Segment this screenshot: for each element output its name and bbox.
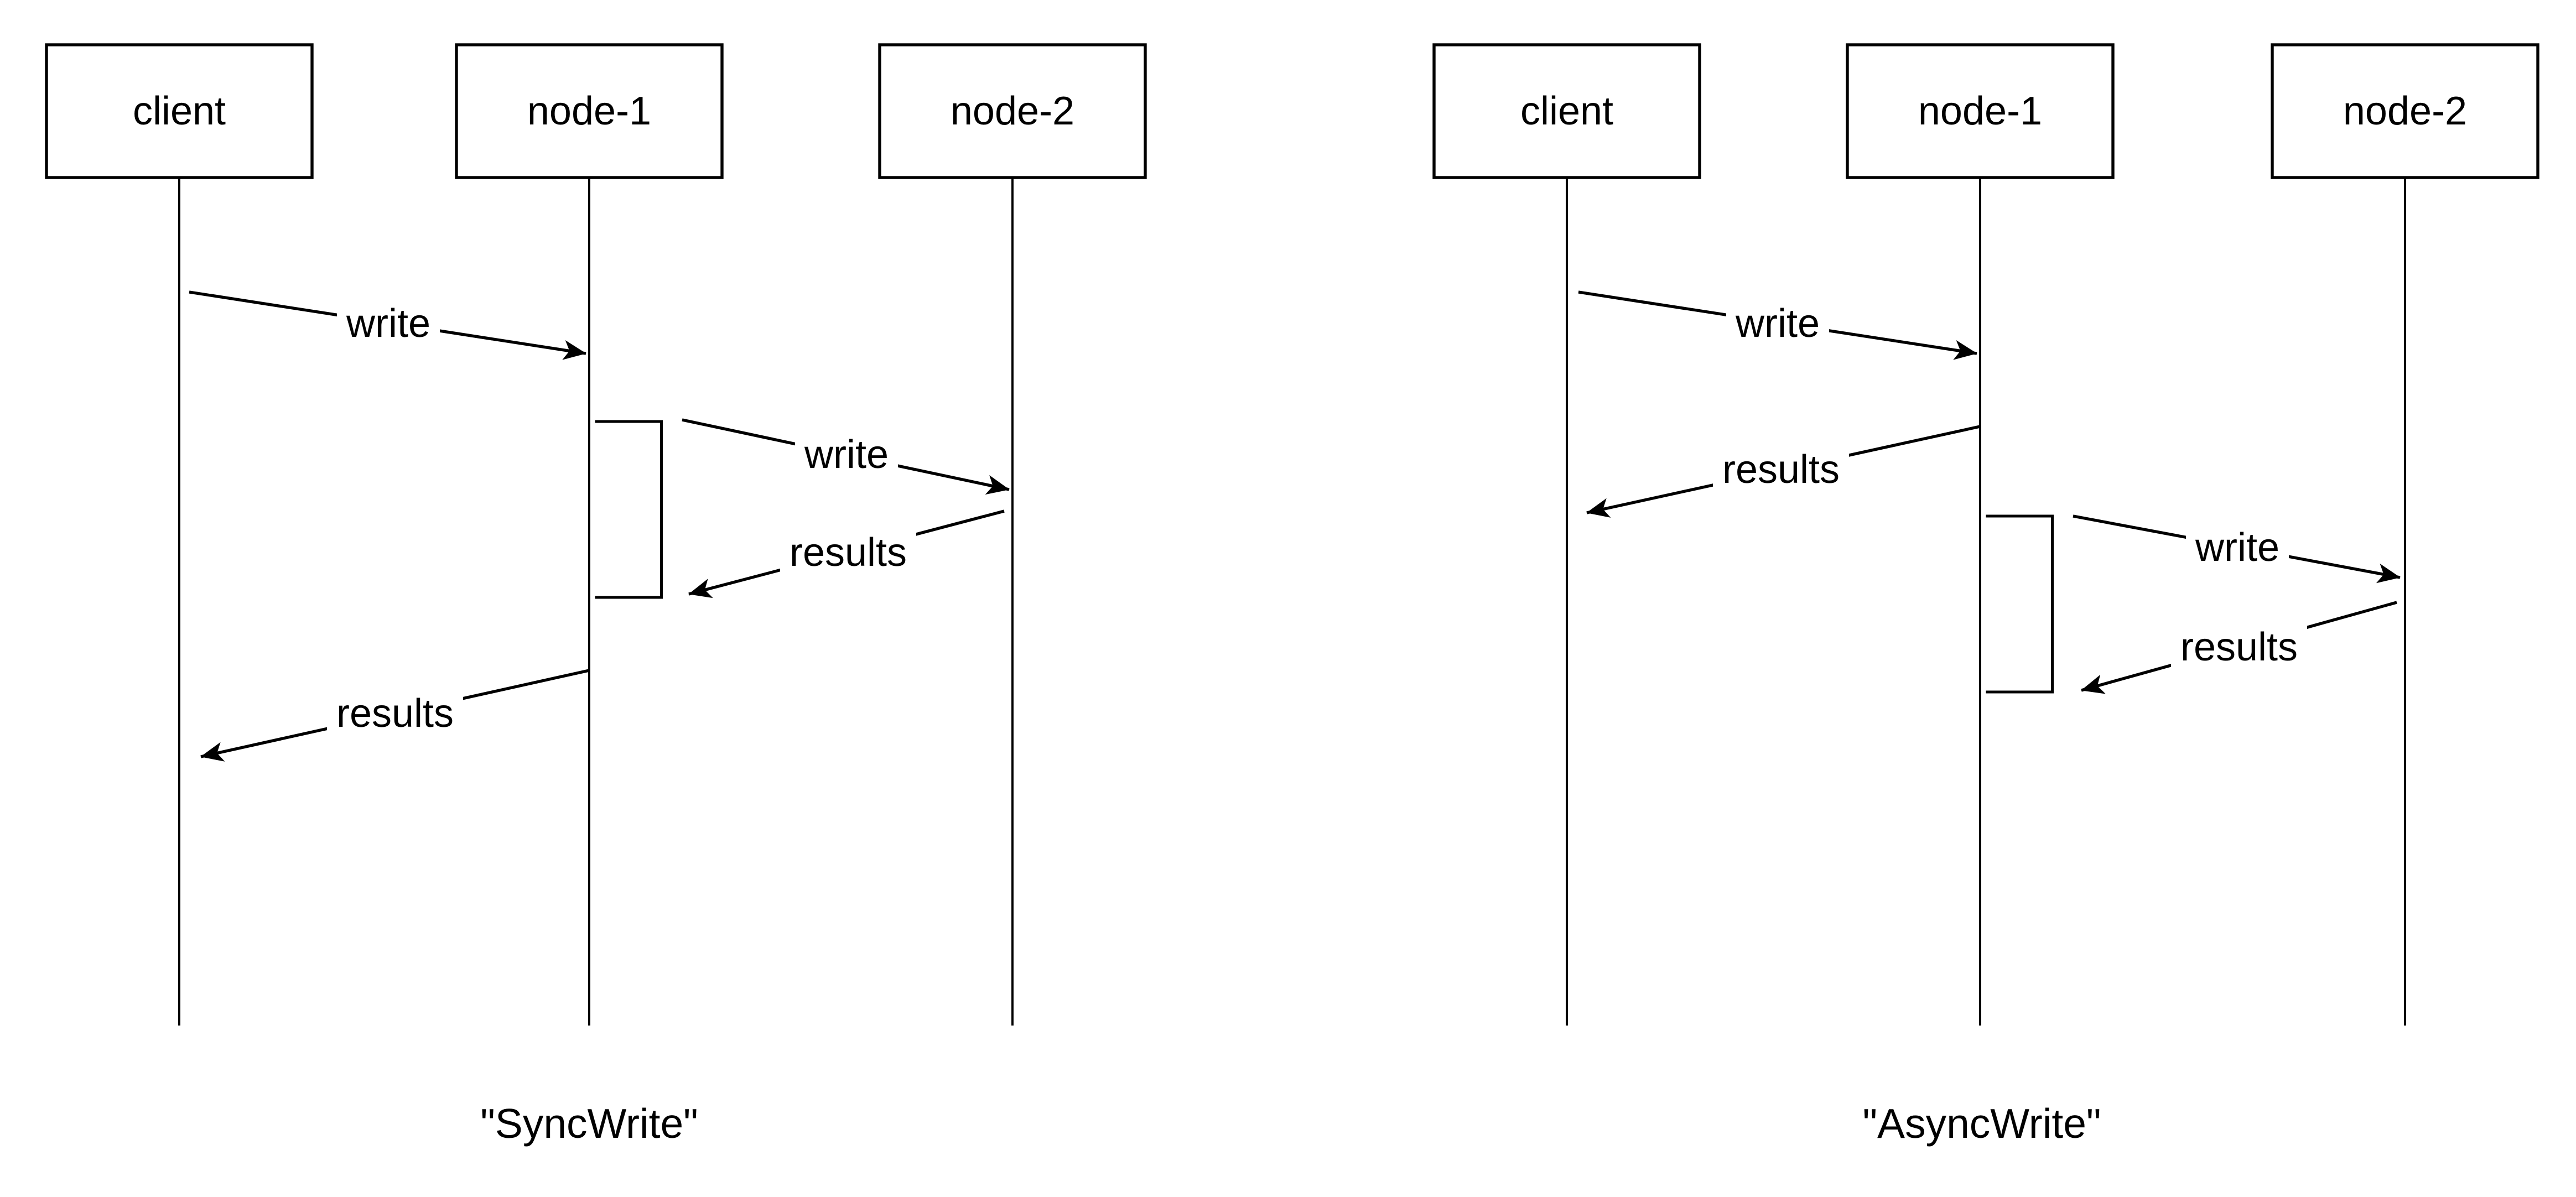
message-label-bg <box>327 692 463 735</box>
message-label-write: write <box>1735 301 1820 346</box>
diagram-asyncwrite: client node-1 node-2 write results write… <box>1432 43 2539 1147</box>
diagram-syncwrite: client node-1 node-2 write write results… <box>45 43 1147 1147</box>
message-label-write: write <box>804 433 889 477</box>
message-label-write: write <box>2195 525 2279 570</box>
activation-bar-node-1 <box>595 420 663 599</box>
message-label-results: results <box>2180 625 2298 669</box>
actor-box-node-2 <box>878 43 1147 179</box>
message-label-results: results <box>336 691 454 736</box>
message-label-bg <box>795 433 898 476</box>
actor-box-node-1 <box>455 43 724 179</box>
actor-box-node-1 <box>1846 43 2115 179</box>
message-label-results: results <box>790 530 907 575</box>
actor-box-client <box>45 43 314 179</box>
actor-label-node-2: node-2 <box>951 89 1074 133</box>
activation-bar-node-1 <box>1986 514 2054 694</box>
message-label-write: write <box>346 301 430 346</box>
actor-label-node-1: node-1 <box>1918 89 2042 133</box>
diagram-title-syncwrite: "SyncWrite" <box>480 1100 698 1147</box>
actor-label-client: client <box>133 89 226 133</box>
message-label-bg <box>1713 448 1849 491</box>
message-label-bg <box>780 531 916 574</box>
message-label-bg <box>1726 302 1829 345</box>
message-label-bg <box>337 302 440 345</box>
message-label-results: results <box>1722 447 1840 492</box>
actor-box-client <box>1432 43 1701 179</box>
message-label-bg <box>2186 526 2289 569</box>
actor-label-node-1: node-1 <box>527 89 651 133</box>
actor-label-node-2: node-2 <box>2343 89 2467 133</box>
message-label-bg <box>2171 626 2307 669</box>
actor-label-client: client <box>1520 89 1613 133</box>
diagram-title-asyncwrite: "AsyncWrite" <box>1862 1100 2101 1147</box>
actor-box-node-2 <box>2271 43 2539 179</box>
